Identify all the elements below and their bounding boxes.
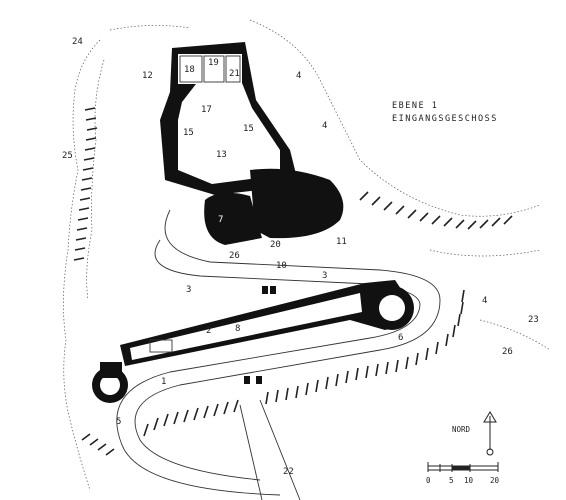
label-19: 19 [208, 58, 219, 68]
label-1: 1 [161, 377, 166, 387]
label-18: 18 [184, 65, 195, 75]
north-arrow-head-icon [483, 411, 497, 423]
label-7: 7 [218, 215, 223, 225]
lower-castle [92, 280, 414, 403]
label-24: 24 [72, 37, 83, 47]
label-22: 22 [283, 467, 294, 477]
scale-tick-0: 0 [426, 476, 431, 485]
upper-castle [160, 42, 344, 245]
label-3a: 3 [186, 285, 191, 295]
label-20: 20 [270, 240, 281, 250]
label-8: 8 [235, 324, 240, 334]
label-21: 21 [229, 69, 240, 79]
north-arrow-base-icon [486, 448, 494, 456]
terrain-right [249, 19, 551, 351]
scale-tick-5: 5 [449, 476, 454, 485]
label-4c: 4 [482, 296, 487, 306]
label-26b: 26 [502, 347, 513, 357]
label-23: 23 [528, 315, 539, 325]
plan-title: EBENE 1 [392, 101, 438, 111]
plan-labels: 24 12 18 19 21 4 4 17 15 15 13 25 7 26 2… [62, 37, 539, 477]
scale-tick-10: 10 [464, 476, 474, 485]
plan-subtitle: EINGANGSGESCHOSS [392, 114, 498, 124]
label-4b: 4 [322, 121, 327, 131]
label-12: 12 [142, 71, 153, 81]
label-25: 25 [62, 151, 73, 161]
label-2: 2 [206, 326, 211, 336]
label-17: 17 [201, 105, 212, 115]
legend-title: EBENE 1 EINGANGSGESCHOSS [392, 101, 498, 124]
label-13: 13 [216, 150, 227, 160]
label-6: 6 [398, 333, 403, 343]
label-10: 10 [276, 261, 287, 271]
north-label: NORD [452, 425, 471, 434]
north-arrow: NORD [452, 411, 497, 456]
label-26: 26 [229, 251, 240, 261]
scale-tick-20: 20 [490, 476, 500, 485]
label-3b: 3 [322, 271, 327, 281]
label-15a: 15 [183, 128, 194, 138]
label-15b: 15 [243, 124, 254, 134]
label-11: 11 [336, 237, 347, 247]
outer-wall-hatching [81, 289, 465, 456]
terrain-left [63, 25, 191, 491]
road [116, 209, 441, 500]
scale-bar: 0 5 10 20 [426, 462, 500, 485]
label-4a: 4 [296, 71, 301, 81]
label-5: 5 [116, 417, 121, 427]
